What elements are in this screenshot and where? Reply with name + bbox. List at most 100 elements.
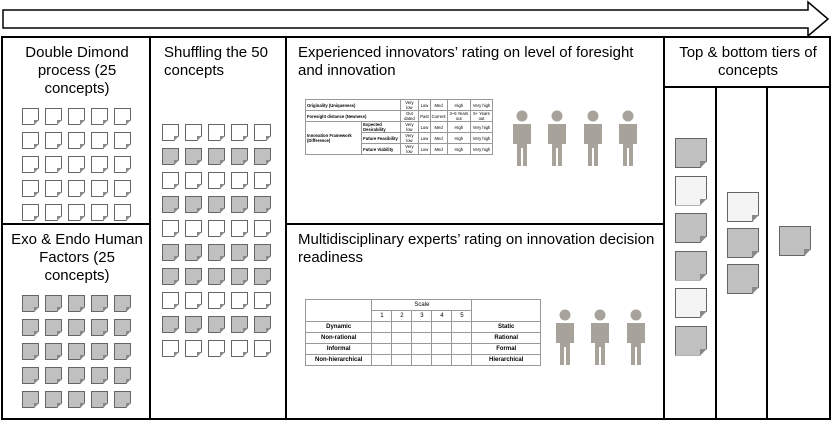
concept-card: [91, 108, 108, 125]
concept-card: [91, 367, 108, 384]
scale-cell: [391, 332, 413, 344]
tier-concept-card: [675, 138, 707, 168]
concept-card: [22, 132, 39, 149]
tier-concept-card: [675, 325, 707, 356]
tier-concept-card: [675, 250, 707, 281]
rating-cell: Current: [429, 110, 448, 122]
rating-cell: Very high: [470, 99, 493, 111]
row-group-label: Innovation Framework (Difference): [304, 121, 363, 155]
concept-card: [45, 295, 62, 312]
concept-card: [22, 367, 39, 384]
panel-double-dimond: Double Dimond process (25 concepts): [1, 36, 151, 225]
concept-card: [185, 196, 202, 213]
scale-cell: [411, 332, 433, 344]
concept-card: [231, 292, 248, 309]
concept-card: [254, 124, 271, 141]
scale-cell: [391, 354, 413, 366]
concept-card: [68, 319, 85, 336]
concept-card: [231, 148, 248, 165]
rating-cell: Out dated: [399, 110, 420, 122]
scale-cell: [371, 321, 393, 333]
rating-cell: High: [446, 121, 472, 133]
person-icon: [617, 110, 639, 166]
person-icon: [582, 110, 604, 166]
scale-cell: [451, 332, 473, 344]
scale-cell: [431, 321, 453, 333]
panel-title-double-dimond: Double Dimond process (25 concepts): [25, 44, 129, 97]
rating-cell: Med: [429, 132, 448, 144]
concept-card: [22, 295, 39, 312]
concept-card: [208, 220, 225, 237]
scale-cell: [411, 354, 433, 366]
scale-number: 4: [431, 310, 453, 322]
concept-card: [114, 156, 131, 173]
concept-card: [254, 316, 271, 333]
concept-card: [208, 316, 225, 333]
tier-concept-card: [727, 192, 759, 222]
concept-card: [114, 108, 131, 125]
concept-card: [22, 391, 39, 408]
rating-cell: Very low: [399, 143, 420, 155]
scale-cell: [431, 354, 453, 366]
concept-card: [68, 391, 85, 408]
scale-cell: [411, 321, 433, 333]
scale-cell: [451, 343, 473, 355]
concept-card: [208, 340, 225, 357]
scale-cell: [371, 343, 393, 355]
scale-number: 1: [371, 310, 393, 322]
concept-card: [231, 268, 248, 285]
tiers-divider-v1: [715, 86, 717, 420]
concept-card: [45, 204, 62, 221]
rating-cell: Very low: [399, 121, 420, 133]
concept-card: [185, 340, 202, 357]
concept-card: [231, 172, 248, 189]
concept-card: [162, 196, 179, 213]
left-pole-label: Non-hierarchical: [304, 354, 373, 366]
concept-card: [185, 148, 202, 165]
rating-cell: High: [446, 99, 472, 111]
concept-grid-double-dimond: [22, 108, 131, 221]
tier-concept-card: [727, 228, 759, 258]
concept-card: [68, 108, 85, 125]
right-pole-label: Static: [471, 321, 541, 333]
person-icon: [511, 110, 533, 166]
scale-cell: [371, 332, 393, 344]
concept-card: [45, 108, 62, 125]
concept-card: [208, 292, 225, 309]
rating-cell: Low: [418, 132, 431, 144]
concept-card: [45, 343, 62, 360]
concept-card: [231, 244, 248, 261]
concept-card: [254, 220, 271, 237]
concept-grid-shuffled: [162, 124, 271, 357]
panel-foresight-rating: Experienced innovators’ rating on level …: [285, 36, 665, 225]
person-icon: [625, 309, 647, 365]
concept-card: [162, 220, 179, 237]
process-arrow: [2, 0, 830, 38]
rating-cell: High: [446, 143, 472, 155]
left-pole-label: Informal: [304, 343, 373, 355]
scale-number: 3: [411, 310, 433, 322]
rating-cell: Low: [418, 143, 431, 155]
row-sub-label: Expected Desirability: [361, 121, 401, 133]
tier-concept-card: [727, 264, 759, 294]
concept-card: [185, 316, 202, 333]
concept-card: [231, 196, 248, 213]
concept-card: [68, 295, 85, 312]
rating-cell: Very low: [399, 132, 420, 144]
rating-cell: Very high: [470, 143, 493, 155]
concept-card: [68, 180, 85, 197]
concept-card: [91, 343, 108, 360]
rating-cell: 3~5 Years out: [446, 110, 472, 122]
rating-cell: Very low: [399, 99, 420, 111]
person-icon: [554, 309, 576, 365]
scale-cell: [451, 354, 473, 366]
